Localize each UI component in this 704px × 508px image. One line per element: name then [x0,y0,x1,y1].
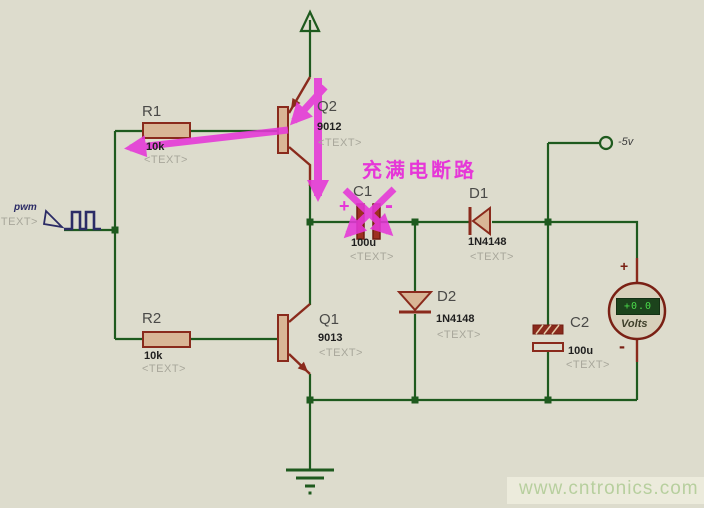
junction-dots [111,218,552,404]
ground-icon [286,468,334,495]
r2-value-label: 10k [144,350,163,362]
r1-value-label: 10k [146,141,165,153]
annotation-arrow-to-r1 [124,126,289,158]
d1-diode-symbol [468,205,491,237]
neg5v-label: -5v [618,136,634,148]
d1-ref-label: D1 [469,185,489,202]
r1-resistor-symbol [142,122,191,139]
voltmeter-minus-mark: - [619,336,625,356]
voltmeter-lcd-display: +0.0 [616,298,660,315]
watermark-background [507,477,704,504]
junction-dot [306,396,314,404]
wire-to-voltmeter [548,220,639,258]
annotation-minus-sign: - [385,192,393,219]
d1-text-placeholder: <TEXT> [470,251,514,263]
watermark: www.cntronics.com [519,478,699,499]
q2-value-label: 9012 [317,121,342,133]
r1-text-placeholder: <TEXT> [144,154,188,166]
r2-resistor-symbol [142,331,191,348]
r2-ref-label: R2 [142,310,162,327]
d2-ref-label: D2 [437,288,457,305]
q2-ref-label: Q2 [317,98,338,115]
r1-ref-label: R1 [142,103,162,120]
q2-text-placeholder: <TEXT> [318,137,362,149]
pwm-generator-triangle [42,209,65,229]
npn-arrow-icon [297,361,308,372]
pwm-label: pwm [14,202,37,213]
q1-ref-label: Q1 [319,311,340,328]
power-arrow-icon [299,9,321,33]
c1-text-placeholder: <TEXT> [350,251,394,263]
c1-value-label: 100u [351,237,377,249]
c2-value-label: 100u [568,345,594,357]
c1-ref-label: C1 [353,183,373,200]
q1-text-placeholder: <TEXT> [319,347,363,359]
d2-diode-symbol [396,291,434,314]
junction-dot [411,396,419,404]
junction-dot [306,218,314,226]
c2-capacitor-symbol [532,324,564,352]
junction-dot [111,226,119,234]
junction-dot [544,218,552,226]
annotation-plus-sign: + [339,196,350,216]
junction-dot [411,218,419,226]
neg5v-terminal-icon [598,135,614,151]
annotation-cross-arrow-right [342,187,394,237]
annotation-arrows [124,78,397,239]
d2-value-label: 1N4148 [436,313,475,325]
c2-ref-label: C2 [570,314,590,331]
d2-text-placeholder: <TEXT> [437,329,481,341]
junction-dot [544,396,552,404]
q1-value-label: 9013 [318,332,343,344]
c2-text-placeholder: <TEXT> [566,359,610,371]
r2-text-placeholder: <TEXT> [142,363,186,375]
d1-value-label: 1N4148 [468,236,507,248]
q1-transistor-symbol [277,303,311,375]
square-wave-icon [64,210,101,231]
pwm-text-placeholder: <TEXT> [0,216,38,228]
annotation-note: 充满电断路 [362,160,477,182]
voltmeter-plus-mark: + [620,258,629,274]
voltmeter-unit-label: Volts [621,318,648,330]
pwm-source-icon [42,209,101,231]
